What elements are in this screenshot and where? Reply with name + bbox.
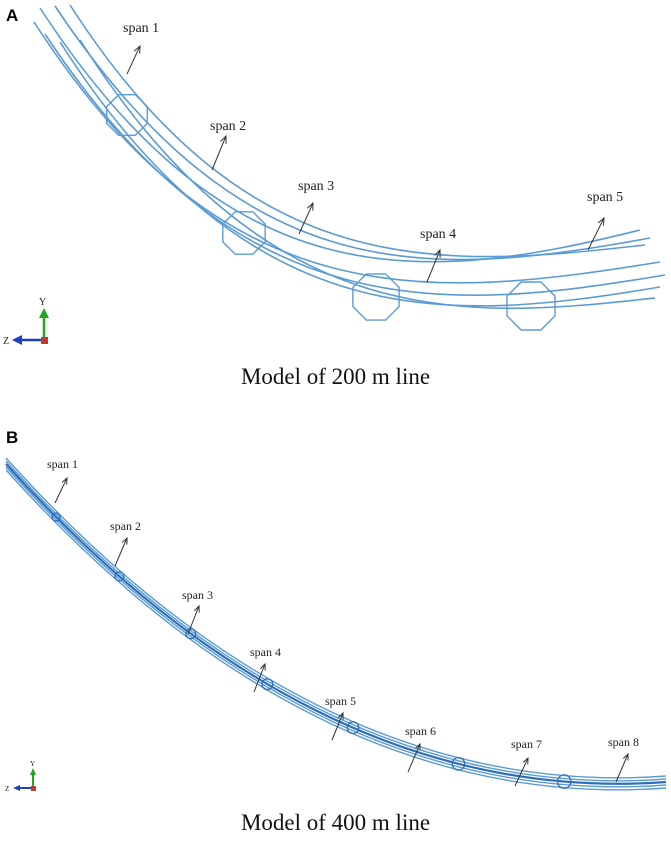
span-pointer-arrow	[54, 477, 68, 504]
span-label: span 7	[511, 737, 542, 751]
z-arrowhead-icon	[13, 785, 20, 791]
spacer-ring-icon	[261, 678, 274, 691]
span-pointer-arrow	[253, 663, 266, 693]
span-label: span 4	[250, 645, 281, 659]
span-pointer-arrow	[514, 757, 529, 787]
span-label: span 3	[182, 588, 213, 602]
arrowhead-icon	[337, 711, 344, 720]
conductor-lines-400m	[5, 457, 667, 791]
panel-letter-b: B	[6, 428, 19, 447]
spacer-ring-icon	[114, 571, 125, 582]
conductor-line	[5, 460, 667, 782]
axes-triad-b: Y Z	[5, 760, 36, 793]
span-label: span 2	[110, 519, 141, 533]
z-axis-label: Z	[5, 785, 9, 793]
span-label: span 2	[210, 119, 246, 134]
span-label: span 3	[298, 179, 334, 194]
span-labels-400m: span 1 span 2 span 3 span 4 span 5 span 6 span…	[47, 457, 639, 787]
conductor-lines-200m	[33, 4, 666, 310]
panel-a: A span 1 span 2 span 3 span 4 span 5 Y Z Mod…	[0, 0, 671, 410]
span-pointer-arrow	[211, 135, 227, 171]
span-label: span 8	[608, 735, 639, 749]
arrowhead-icon	[220, 134, 227, 144]
y-axis-label: Y	[30, 760, 35, 768]
arrowhead-icon	[194, 604, 200, 613]
span-labels-200m: span 1 span 2 span 3 span 4 span 5	[123, 21, 623, 283]
conductor-line	[44, 33, 666, 296]
arrowhead-icon	[434, 248, 441, 258]
span-pointer-arrow	[298, 202, 314, 235]
z-arrowhead-icon	[12, 335, 22, 345]
spacer-ring-icon	[222, 211, 266, 255]
span-label: span 6	[405, 724, 436, 738]
model-200m-diagram: span 1 span 2 span 3 span 4 span 5 Y Z	[3, 4, 666, 347]
span-pointer-arrow	[587, 217, 605, 251]
spacer-rings-200m	[105, 93, 556, 331]
spacer-ring-icon	[51, 512, 61, 522]
axes-triad-a: Y Z	[3, 297, 49, 347]
span-pointer-arrow	[426, 249, 441, 283]
conductor-line	[5, 466, 667, 788]
span-pointer-arrow	[331, 712, 344, 741]
arrowhead-icon	[260, 662, 266, 671]
arrowhead-icon	[307, 201, 314, 211]
y-axis-label: Y	[39, 297, 46, 308]
conductor-line	[54, 5, 651, 261]
spacer-ring-icon	[105, 93, 149, 137]
span-label: span 1	[123, 21, 159, 36]
span-label: span 5	[587, 190, 623, 205]
arrowhead-icon	[61, 476, 68, 485]
arrowhead-icon	[133, 44, 141, 54]
conductor-line	[59, 41, 661, 307]
conductor-line	[33, 21, 661, 284]
span-pointer-arrow	[615, 753, 629, 783]
conductor-line	[5, 469, 667, 791]
spacer-ring-icon	[451, 756, 466, 771]
spacer-rings-400m	[51, 512, 572, 789]
span-label: span 1	[47, 457, 78, 471]
model-400m-diagram: span 1 span 2 span 3 span 4 span 5 span 6 span…	[5, 457, 667, 793]
arrowhead-icon	[597, 216, 605, 226]
origin-marker-icon	[41, 337, 48, 344]
span-pointer-arrow	[114, 537, 128, 567]
spacer-ring-icon	[185, 628, 197, 640]
conductor-line	[5, 463, 667, 785]
arrowhead-icon	[414, 742, 421, 751]
caption-a: Model of 200 m line	[240, 364, 431, 389]
arrowhead-icon	[121, 536, 128, 545]
conductor-line	[79, 39, 656, 310]
span-pointer-arrow	[187, 605, 200, 635]
y-arrowhead-icon	[30, 768, 36, 775]
arrowhead-icon	[522, 756, 529, 765]
span-label: span 5	[325, 694, 356, 708]
panel-letter-a: A	[6, 6, 19, 25]
spacer-ring-icon	[346, 721, 360, 735]
spacer-ring-icon	[556, 774, 572, 789]
span-label: span 4	[420, 227, 456, 242]
arrowhead-icon	[622, 752, 629, 761]
spacer-ring-icon	[352, 273, 400, 321]
span-pointer-arrow	[126, 45, 141, 75]
spacer-ring-icon	[506, 281, 556, 331]
origin-marker-icon	[31, 786, 36, 791]
caption-b: Model of 400 m line	[240, 810, 431, 835]
y-arrowhead-icon	[39, 308, 49, 318]
z-axis-label: Z	[3, 336, 9, 347]
conductor-line	[39, 7, 641, 263]
span-pointer-arrow	[407, 743, 421, 773]
